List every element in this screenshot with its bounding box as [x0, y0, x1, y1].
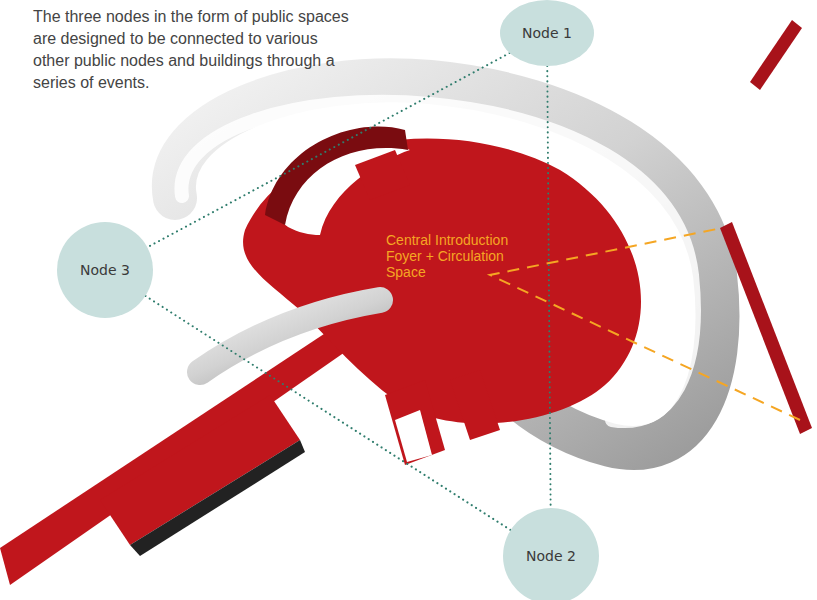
node-ellipse: Node 1 — [500, 0, 594, 66]
ellipse-fill — [503, 508, 599, 600]
access-path — [0, 330, 345, 585]
outer-ring — [174, 80, 718, 448]
node-ellipse: Node 3 — [57, 222, 153, 318]
inner-ring — [200, 300, 380, 372]
ellipse-fill — [500, 0, 594, 66]
wall-bar — [750, 20, 802, 90]
entrance-block — [385, 380, 445, 465]
dotted-connector — [147, 53, 509, 247]
node-label: Node 2 — [526, 548, 576, 564]
dotted-connector — [145, 296, 510, 530]
space-label: Central Introduction Foyer + Circulation… — [386, 232, 521, 280]
sight-line — [490, 228, 800, 420]
node-label: Node 3 — [80, 262, 130, 278]
wall-block — [355, 150, 410, 200]
dotted-connector — [547, 66, 550, 508]
node-ellipse: Node 2 — [503, 508, 599, 600]
wall-bar — [720, 222, 812, 434]
entrance-block — [450, 370, 500, 440]
node-label: Node 1 — [522, 25, 572, 41]
base-shadow — [130, 440, 305, 556]
ellipse-fill — [57, 222, 153, 318]
entrance-opening — [395, 410, 432, 462]
caption-text: The three nodes in the form of public sp… — [33, 6, 353, 94]
